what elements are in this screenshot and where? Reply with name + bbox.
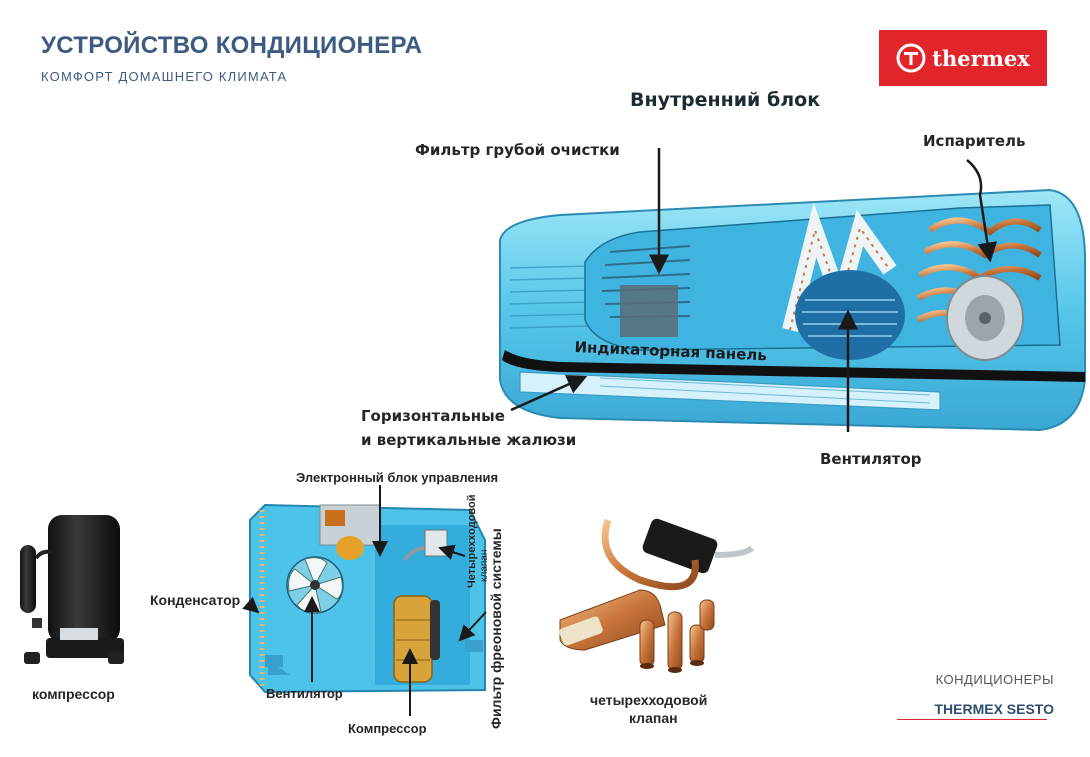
coarse-filter-label: Фильтр грубой очистки xyxy=(415,141,620,159)
thermex-emblem-icon xyxy=(896,43,926,73)
compressor-drawing xyxy=(20,515,124,664)
logo-wordmark: thermex xyxy=(932,45,1030,71)
condenser-label: Конденсатор xyxy=(150,592,241,608)
louvers-label-line1: Горизонтальные xyxy=(361,407,505,425)
indoor-unit-drawing xyxy=(499,188,1086,432)
evaporator-label: Испаритель xyxy=(923,132,1026,150)
outdoor-fan-label: Вентилятор xyxy=(266,686,343,701)
four-way-valve-small-label-line1: Четырехходовой xyxy=(466,494,478,588)
thermex-logo[interactable]: thermex xyxy=(879,30,1047,86)
valve-caption-line1: четырехходовой xyxy=(590,692,708,708)
control-unit-label: Электронный блок управления xyxy=(296,470,499,485)
page-subtitle: КОМФОРТ ДОМАШНЕГО КЛИМАТА xyxy=(41,69,288,84)
compressor-caption: компрессор xyxy=(32,686,115,702)
page-title: УСТРОЙСТВО КОНДИЦИОНЕРА xyxy=(41,32,423,59)
indoor-unit-heading: Внутренний блок xyxy=(630,89,821,111)
footer-divider xyxy=(897,719,1047,720)
indoor-fan-label: Вентилятор xyxy=(820,450,922,468)
footer-category: КОНДИЦИОНЕРЫ xyxy=(935,672,1054,687)
outdoor-unit-drawing xyxy=(249,503,486,694)
louvers-label-line2: и вертикальные жалюзи xyxy=(361,431,577,449)
four-way-valve-drawing xyxy=(559,518,755,673)
valve-caption-line2: клапан xyxy=(629,710,678,726)
freon-filter-label: Фильтр фреоновой системы xyxy=(488,528,504,729)
footer-series: THERMEX SESTO xyxy=(934,701,1054,717)
outdoor-compressor-label: Компрессор xyxy=(348,721,427,736)
